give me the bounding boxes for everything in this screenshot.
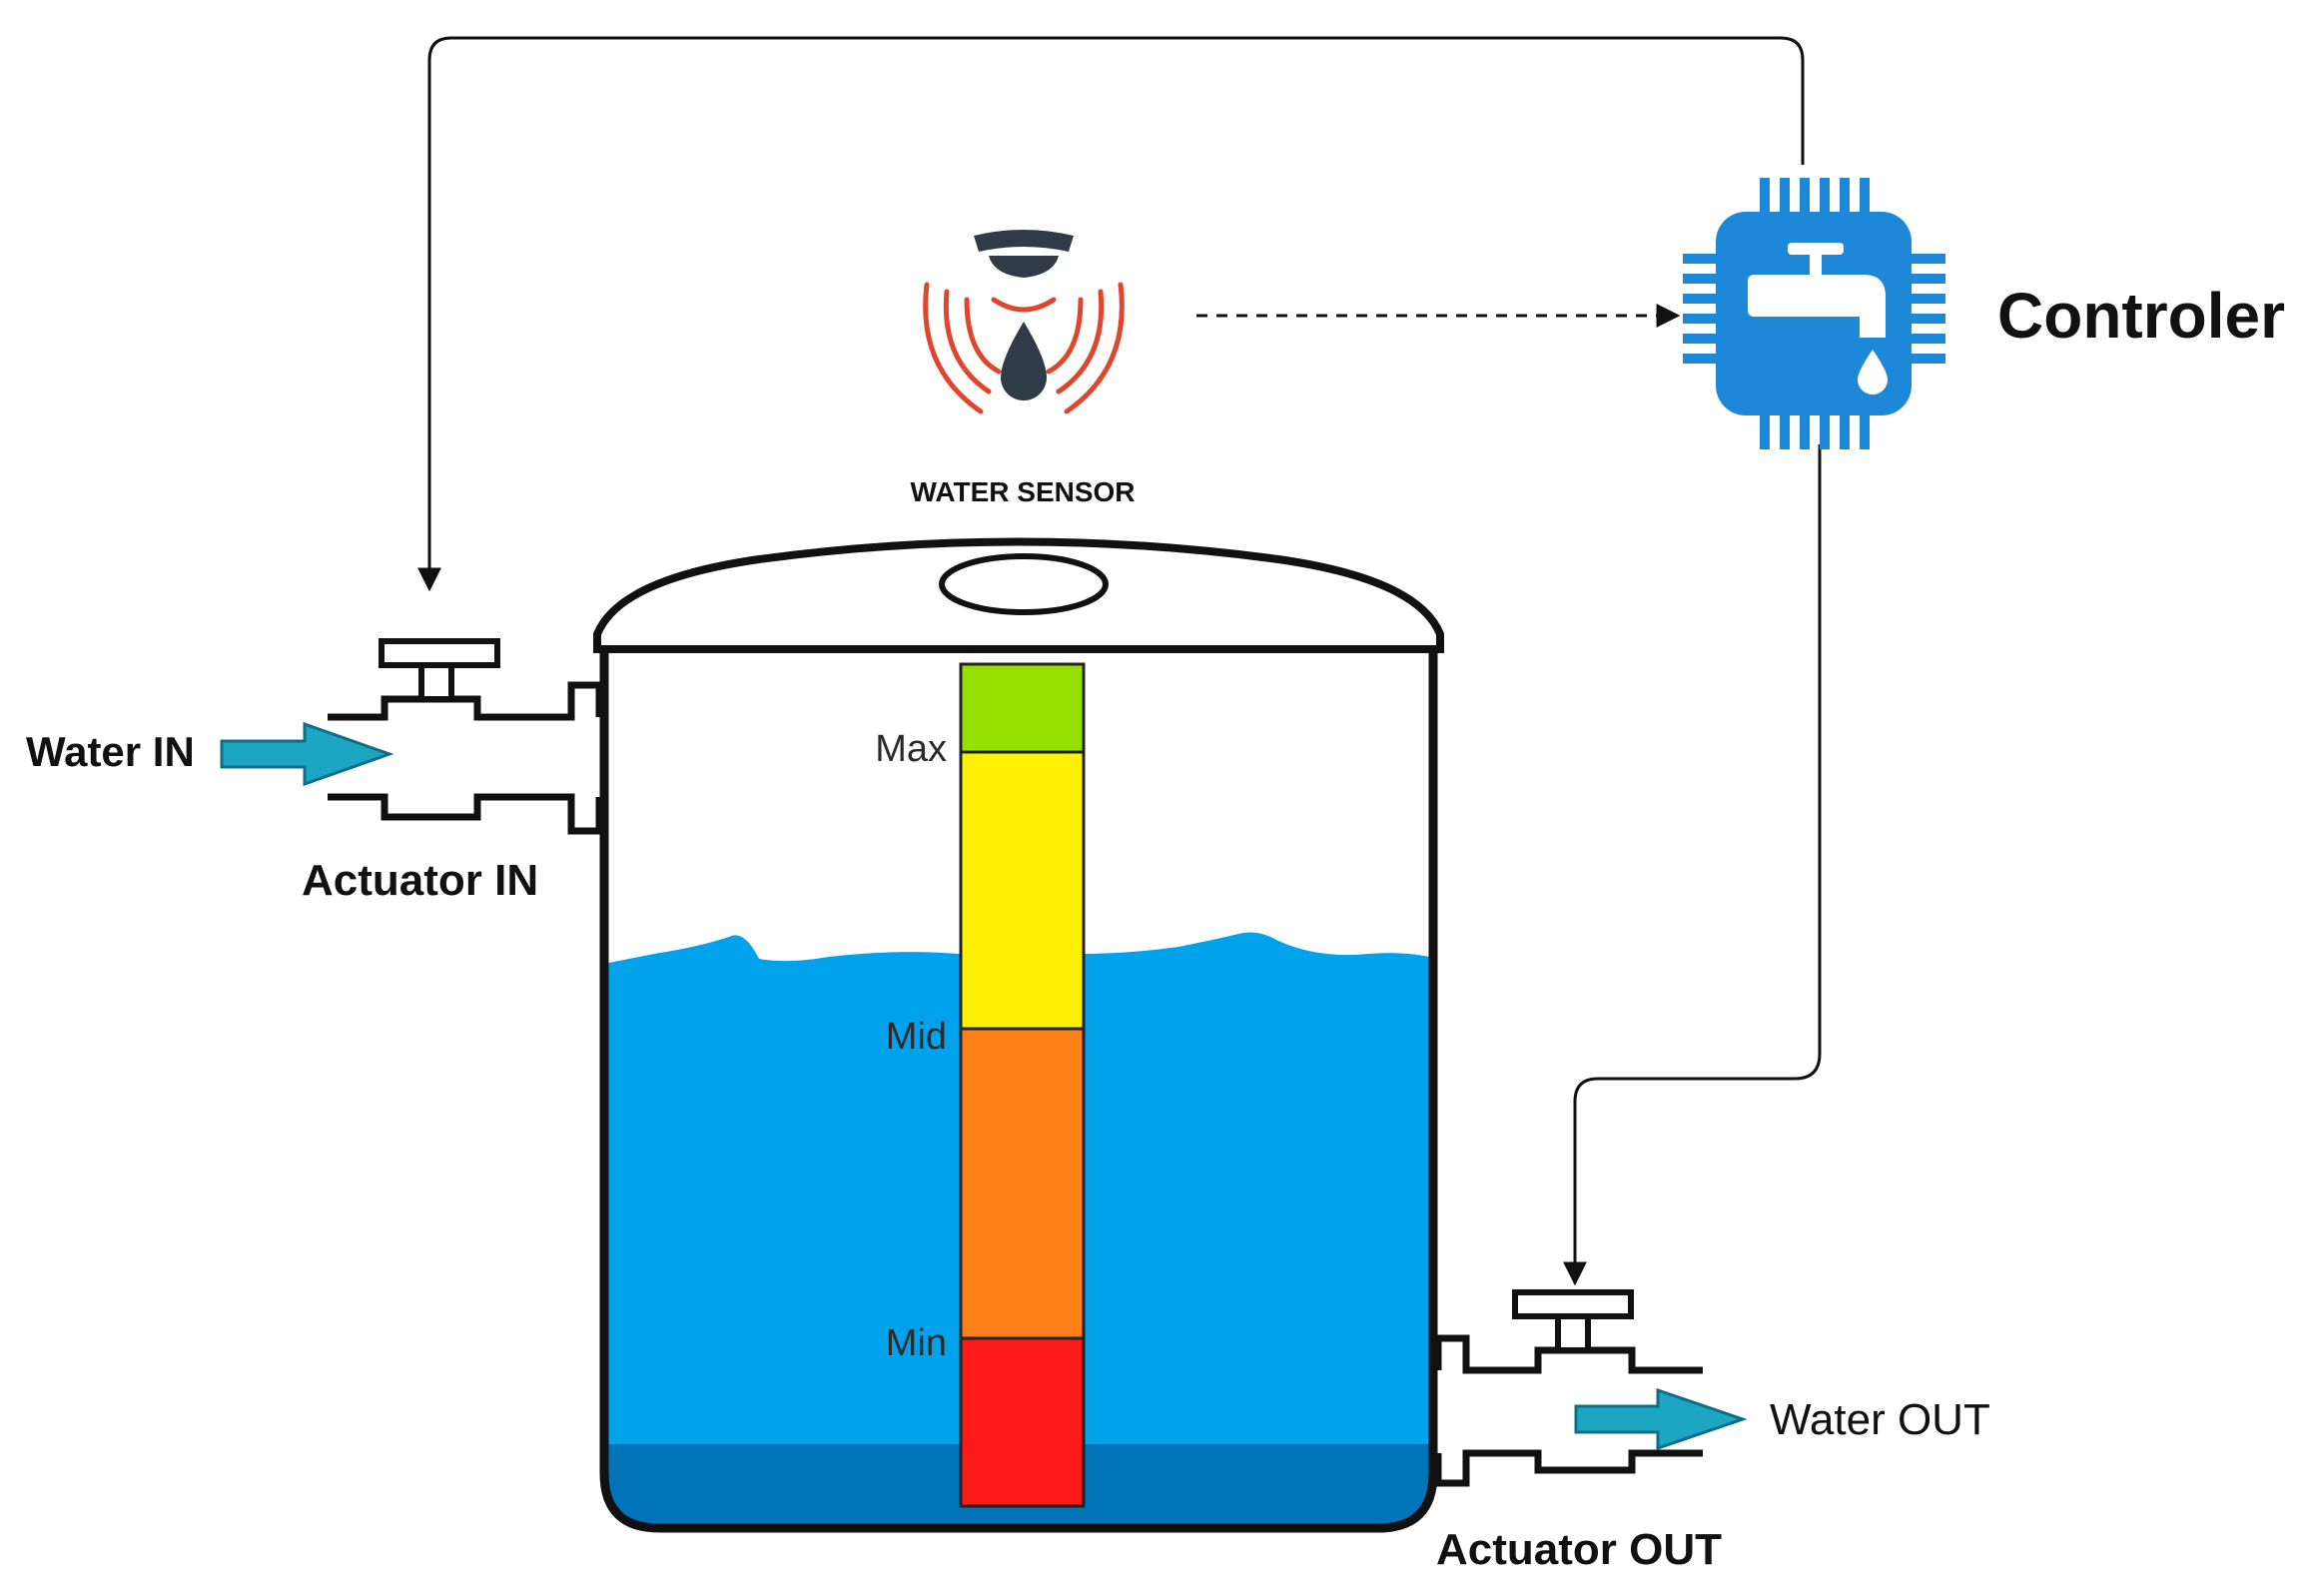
valve-icon: [1512, 1289, 1634, 1353]
level-min-label: Min: [886, 1322, 947, 1364]
tank-hatch: [939, 553, 1109, 615]
level-red-band: [959, 1336, 1086, 1508]
faucet-chip-icon: [1683, 178, 1945, 449]
water-out-label: Water OUT: [1770, 1395, 1990, 1444]
valve-icon: [379, 638, 500, 702]
water-sensor-icon: [923, 230, 1125, 414]
flow-arrow-icon: [220, 721, 394, 787]
flow-arrow-icon: [1574, 1387, 1748, 1451]
actuator-in-label: Actuator IN: [302, 856, 538, 905]
inlet-pipe: [328, 681, 603, 835]
actuator-out-label: Actuator OUT: [1436, 1525, 1722, 1574]
controller-label: Controler: [1997, 280, 2285, 352]
water-in-label: Water IN: [26, 728, 195, 775]
level-orange-band: [959, 1027, 1086, 1340]
level-mid-label: Mid: [886, 1016, 947, 1058]
level-green-band: [959, 662, 1086, 754]
control-line-to-actuator-in: [417, 36, 1805, 592]
water-sensor-label: WATER SENSOR: [910, 476, 1135, 507]
control-line-to-actuator-out: [1563, 444, 1822, 1286]
level-max-label: Max: [875, 728, 947, 770]
outlet-pipe: [1434, 1334, 1703, 1487]
level-indicator: [959, 662, 1086, 1508]
level-yellow-band: [959, 750, 1086, 1031]
